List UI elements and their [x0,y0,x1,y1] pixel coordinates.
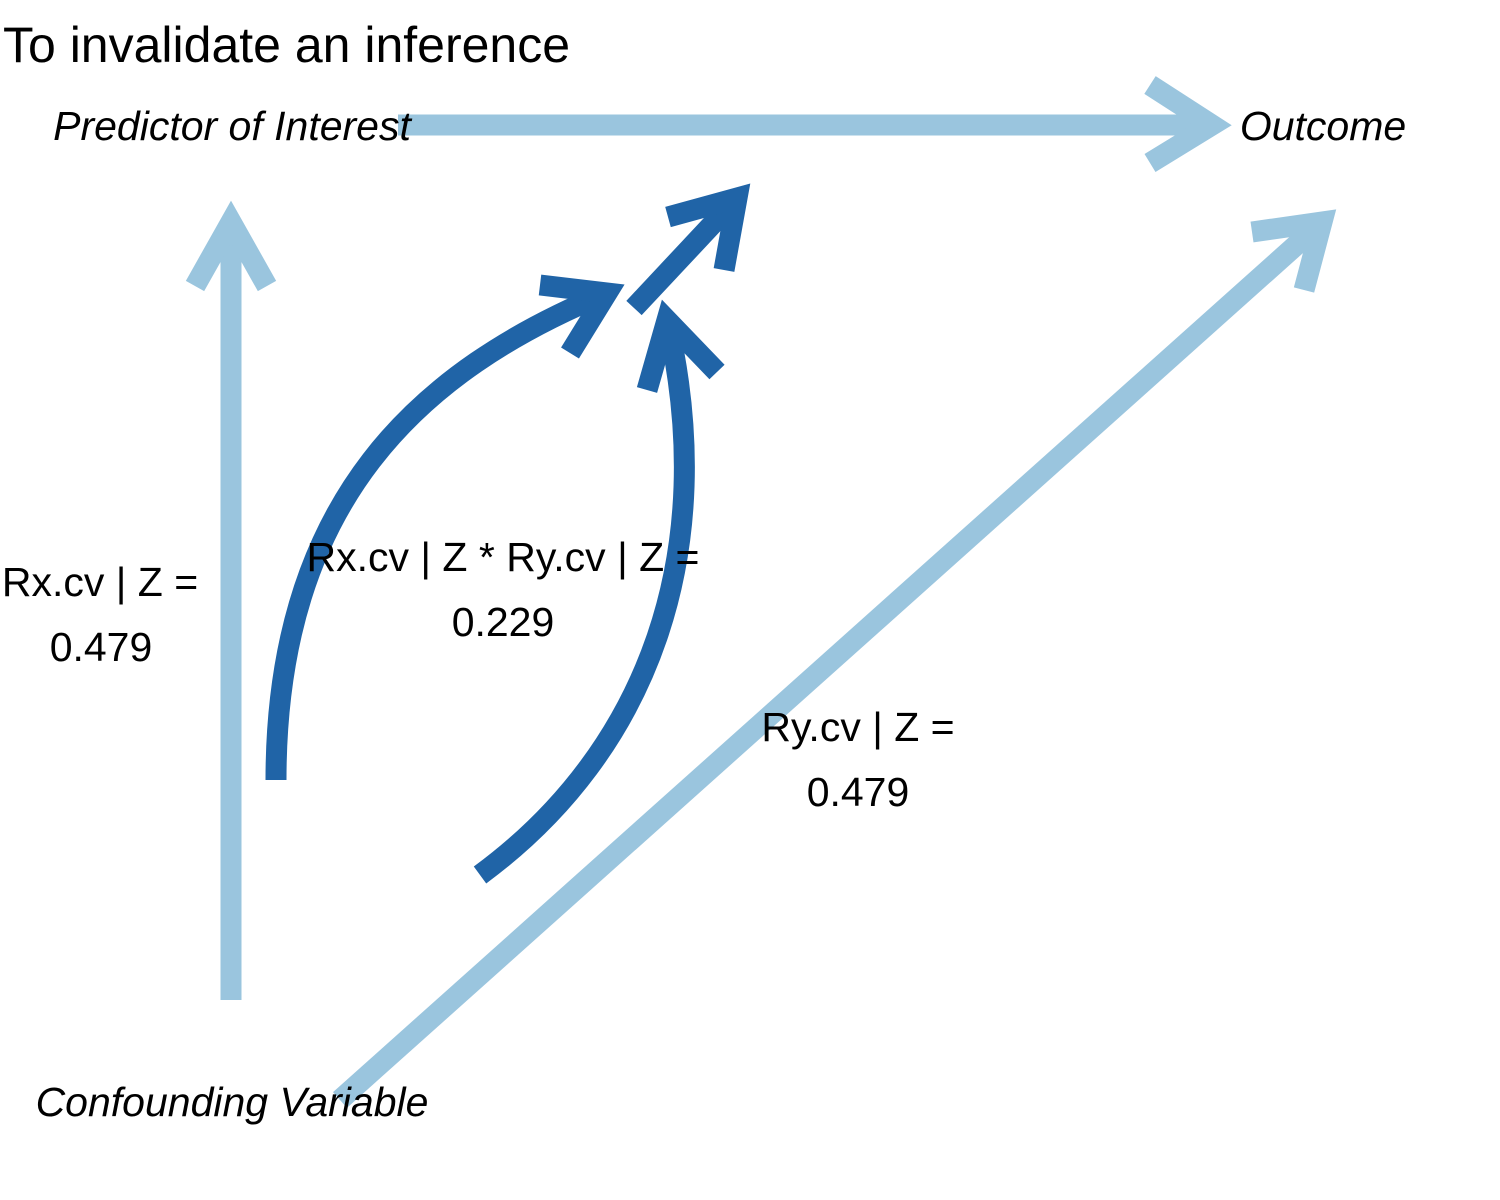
diagram-title: To invalidate an inference [3,17,570,73]
arrow-confounder-to-predictor [185,200,277,1000]
arrow-predictor-to-outcome [398,76,1232,172]
curved-arrow-rx [265,274,625,781]
edge-value-rx: 0.479 [50,624,153,670]
curved-arrow-ry [473,299,725,884]
node-predictor: Predictor of Interest [53,103,412,149]
node-confounder: Confounding Variable [36,1079,429,1125]
edge-value-product: 0.229 [452,599,555,645]
edge-label-ry: Ry.cv | Z = [761,704,954,750]
arrow-confounder-to-outcome [333,209,1337,1108]
node-outcome: Outcome [1240,103,1406,149]
edge-value-ry: 0.479 [807,769,910,815]
arrow-combined-effect [626,183,751,316]
edge-label-rx: Rx.cv | Z = [2,559,198,605]
edge-label-product: Rx.cv | Z * Ry.cv | Z = [307,534,700,580]
